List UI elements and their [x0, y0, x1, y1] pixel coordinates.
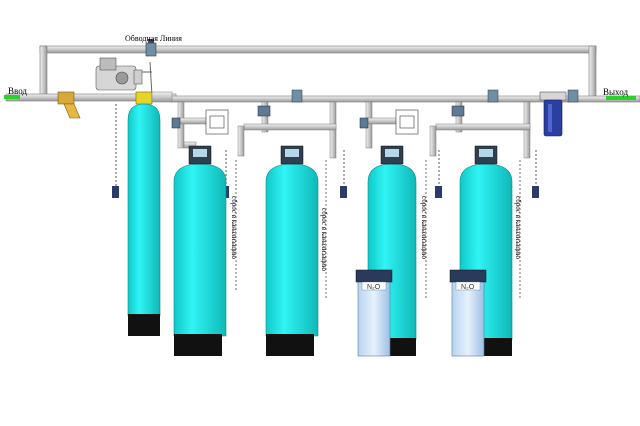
filter-pair-1-piping: [171, 89, 337, 159]
outlet-valve[interactable]: [567, 89, 579, 103]
inlet-arrow-icon: [4, 95, 20, 99]
brine-tank-2-label: N₂O: [461, 284, 475, 291]
drain-label-4: сброс в канализацию: [514, 196, 522, 259]
filter-pair-2-piping: [359, 89, 531, 159]
aeration-valve: [135, 91, 173, 105]
brine-tank-1-label: N₂O: [367, 284, 381, 291]
outlet-label: Выход: [603, 87, 628, 97]
bypass-label: Обводная Линия: [125, 34, 182, 43]
aeration-column: [127, 103, 161, 336]
bypass-valve[interactable]: [145, 39, 157, 57]
drain-label-1: сброс в канализацию: [230, 196, 238, 259]
drain-label-3: сброс в канализацию: [420, 196, 428, 259]
filter-tank-2: [265, 145, 319, 356]
cartridge-filter: [539, 91, 567, 137]
drain-lines: [235, 160, 521, 300]
outlet-arrow-icon: [606, 96, 636, 100]
brine-tank-1: N₂O: [355, 269, 393, 357]
strainer: [57, 91, 81, 119]
pump: [95, 57, 153, 97]
bypass-line: [39, 45, 597, 99]
brine-tank-2: N₂O: [449, 269, 487, 357]
filter-tank-1: [173, 145, 227, 356]
drain-label-2: сброс в канализацию: [320, 208, 328, 271]
inlet-label: Ввод: [8, 86, 27, 96]
